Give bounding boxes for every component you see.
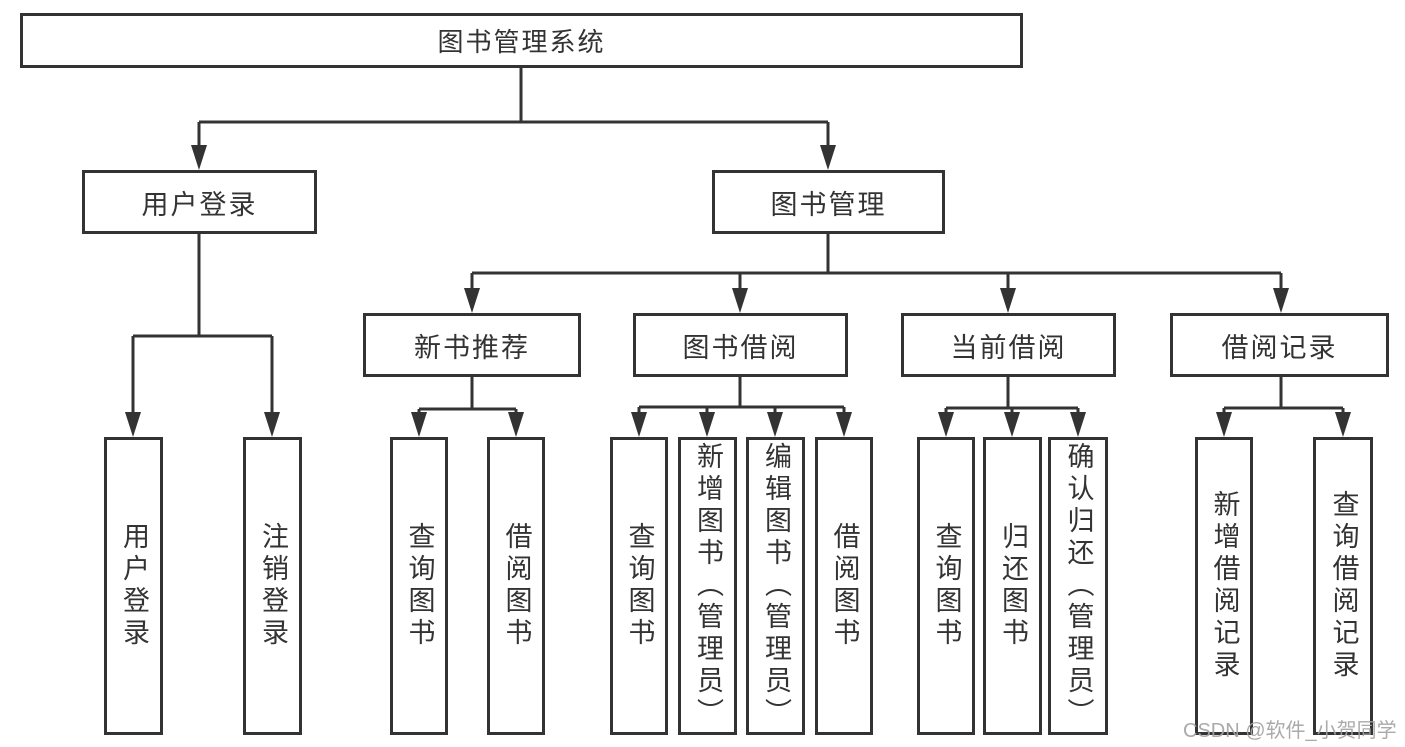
leaf-query-books-2-label: 查询图书: [624, 522, 655, 650]
leaf-add-books-admin-label: 新增图书（管理员）: [693, 442, 723, 730]
leaf-return-books-label: 归还图书: [998, 522, 1028, 650]
node-current-borrow-label: 当前借阅: [950, 332, 1067, 363]
node-new-book-recommend: 新书推荐: [363, 313, 581, 377]
leaf-query-books-1: 查询图书: [390, 437, 448, 735]
leaf-borrow-books-2-label: 借阅图书: [829, 522, 860, 650]
leaf-add-borrow-record: 新增借阅记录: [1195, 437, 1253, 735]
node-new-book-recommend-label: 新书推荐: [414, 332, 530, 363]
leaf-confirm-return-admin: 确认归还（管理员）: [1048, 437, 1108, 735]
node-borrow-records-label: 借阅记录: [1221, 332, 1338, 363]
csdn-watermark: CSDN @软件_小贺同学: [1183, 720, 1397, 742]
leaf-return-books: 归还图书: [983, 437, 1042, 735]
node-user-login: 用户登录: [82, 170, 317, 234]
leaf-edit-books-admin: 编辑图书（管理员）: [746, 437, 805, 735]
node-book-management: 图书管理: [712, 170, 945, 234]
leaf-query-books-3-label: 查询图书: [931, 522, 962, 650]
leaf-edit-books-admin-label: 编辑图书（管理员）: [761, 442, 791, 730]
leaf-query-borrow-record: 查询借阅记录: [1313, 437, 1373, 735]
leaf-confirm-return-admin-label: 确认归还（管理员）: [1063, 442, 1094, 730]
leaf-logout-label: 注销登录: [258, 522, 288, 650]
leaf-logout: 注销登录: [243, 437, 302, 735]
node-library-system-label: 图书管理系统: [437, 27, 606, 57]
leaf-borrow-books-1-label: 借阅图书: [501, 522, 532, 650]
leaf-query-books-3: 查询图书: [917, 437, 975, 735]
leaf-query-borrow-record-label: 查询借阅记录: [1328, 490, 1359, 682]
node-book-management-label: 图书管理: [770, 189, 887, 220]
leaf-borrow-books-1: 借阅图书: [487, 437, 545, 735]
node-borrow-records: 借阅记录: [1170, 313, 1389, 377]
node-book-borrow-label: 图书借阅: [682, 332, 799, 363]
leaf-borrow-books-2: 借阅图书: [815, 437, 873, 735]
leaf-add-borrow-record-label: 新增借阅记录: [1209, 490, 1240, 682]
node-library-system: 图书管理系统: [20, 13, 1023, 68]
leaf-user-login-label: 用户登录: [119, 522, 149, 650]
leaf-add-books-admin: 新增图书（管理员）: [678, 437, 737, 735]
node-book-borrow: 图书借阅: [633, 313, 848, 377]
node-current-borrow: 当前借阅: [901, 313, 1116, 377]
leaf-query-books-1-label: 查询图书: [404, 522, 435, 650]
leaf-query-books-2: 查询图书: [610, 437, 668, 735]
leaf-user-login: 用户登录: [104, 437, 163, 735]
node-user-login-label: 用户登录: [141, 189, 258, 220]
